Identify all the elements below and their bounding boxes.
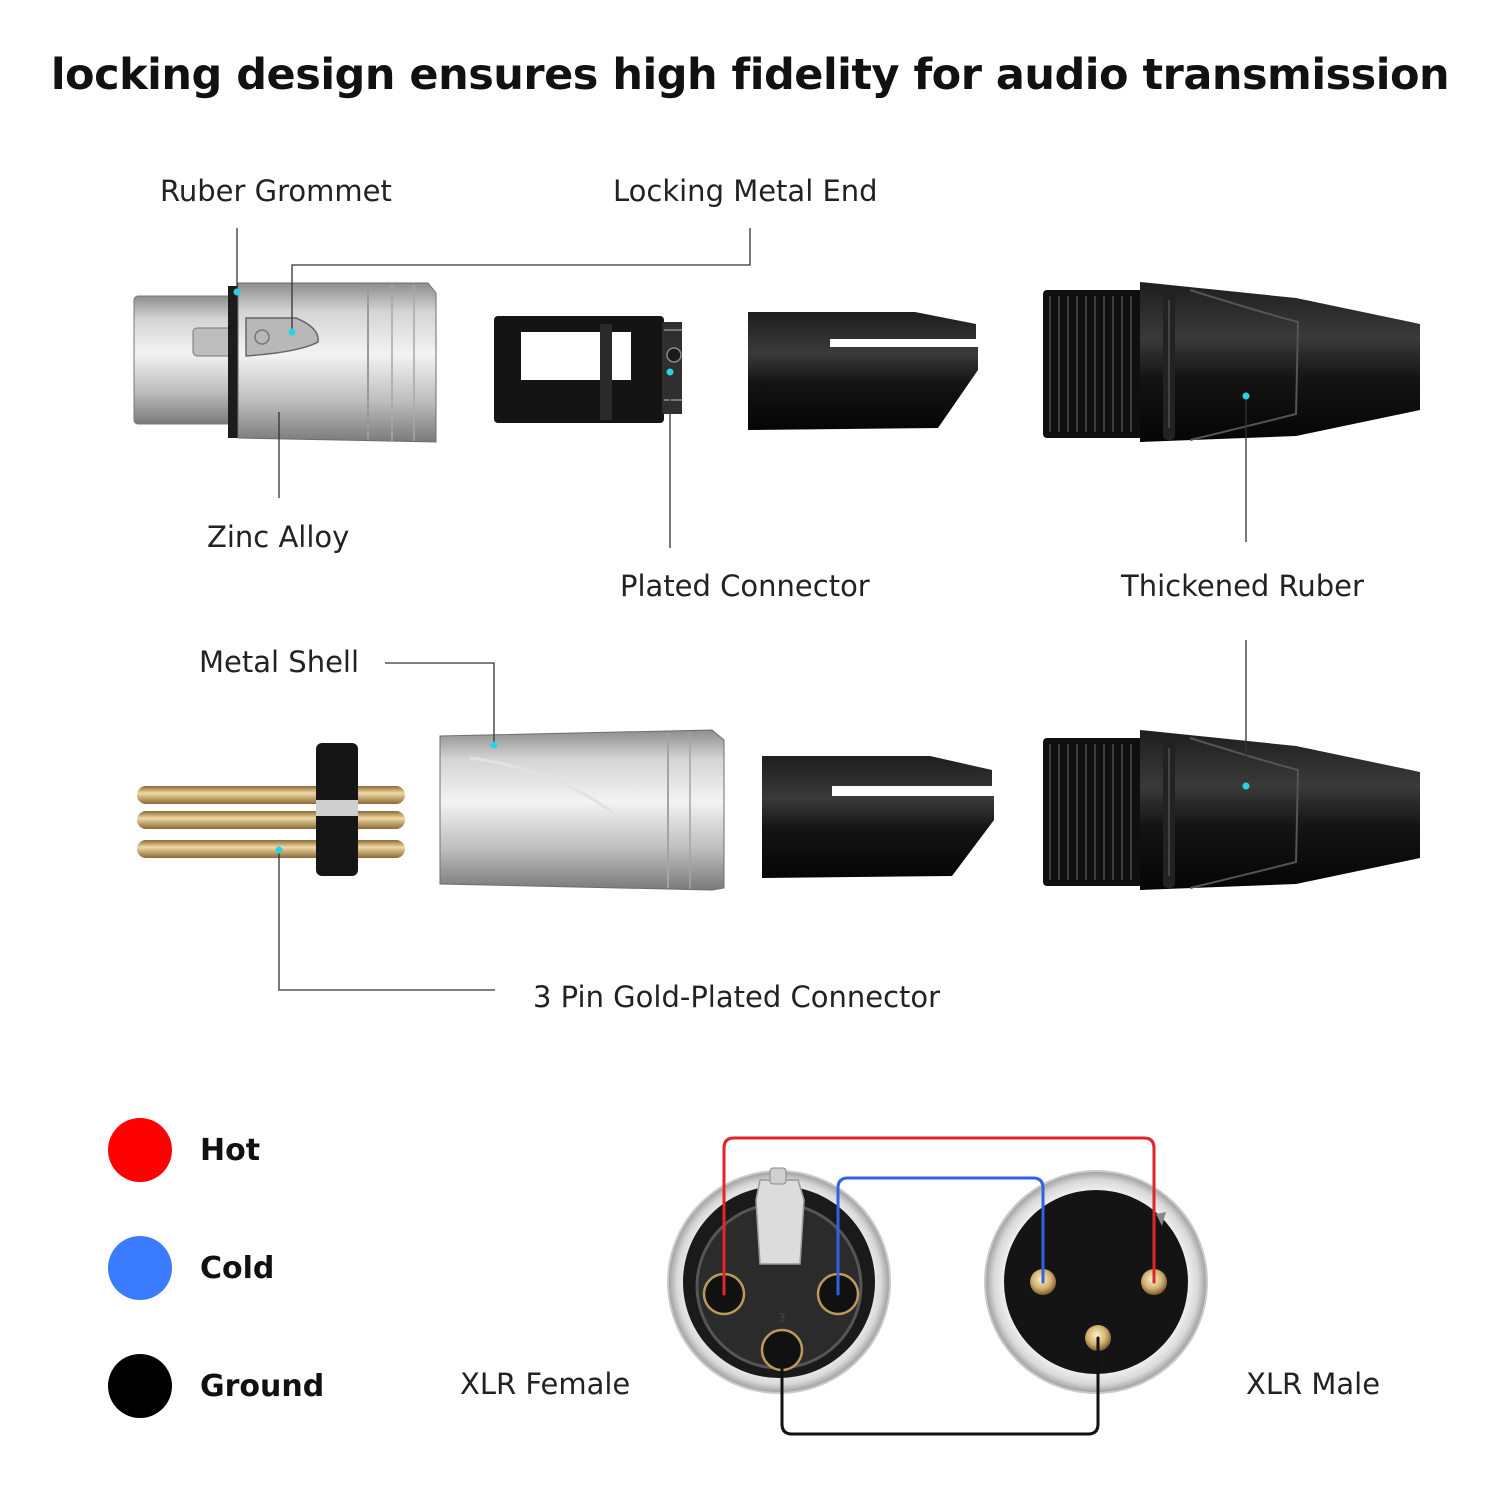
marker-dot — [233, 288, 241, 296]
xlr-male-face — [984, 1170, 1208, 1394]
marker-dots — [233, 288, 1250, 854]
leader-locking-metal-end — [291, 228, 751, 330]
label-metal-shell: Metal Shell — [199, 645, 360, 679]
svg-text:3: 3 — [778, 1311, 786, 1325]
cable-clamp-top — [748, 312, 978, 430]
legend-label-cold: Cold — [200, 1250, 275, 1286]
label-locking-metal-end: Locking Metal End — [613, 174, 878, 208]
rubber-boot-top — [1043, 282, 1420, 442]
label-thickened-ruber: Thickened Ruber — [1121, 569, 1364, 603]
marker-dot — [1242, 392, 1250, 400]
leader-metal-shell — [385, 662, 495, 745]
wire-hot — [722, 1136, 1156, 1296]
leader-lines — [236, 228, 1247, 991]
gold-pins — [137, 743, 405, 876]
cable-clamp-bottom — [762, 756, 994, 878]
label-xlr-male: XLR Male — [1246, 1367, 1381, 1401]
legend-item-ground: Ground — [108, 1354, 324, 1418]
rubber-boot-bottom — [1043, 730, 1420, 890]
marker-dot — [666, 368, 674, 376]
label-xlr-female: XLR Female — [460, 1367, 631, 1401]
wire-ground — [780, 1336, 1100, 1436]
page-title: locking design ensures high fidelity for… — [50, 50, 1450, 100]
label-plated-connector: Plated Connector — [620, 569, 870, 603]
wire-cold — [836, 1176, 1045, 1296]
label-zinc-alloy: Zinc Alloy — [207, 520, 350, 554]
marker-dot — [288, 328, 296, 336]
female-connector-body — [133, 282, 437, 443]
legend-item-hot: Hot — [108, 1118, 260, 1182]
legend-label-hot: Hot — [200, 1132, 261, 1168]
marker-dot — [1242, 782, 1250, 790]
legend-item-cold: Cold — [108, 1236, 274, 1300]
legend-swatch-ground — [108, 1354, 172, 1418]
legend-label-ground: Ground — [200, 1368, 325, 1404]
wiring — [722, 1136, 1156, 1436]
marker-dot — [490, 741, 498, 749]
legend-swatch-cold — [108, 1236, 172, 1300]
marker-dot — [275, 846, 283, 854]
plated-connector-insert — [494, 316, 682, 423]
legend-swatch-hot — [108, 1118, 172, 1182]
label-gold-pins: 3 Pin Gold-Plated Connector — [533, 980, 941, 1014]
label-ruber-grommet: Ruber Grommet — [160, 174, 392, 208]
metal-shell — [439, 729, 725, 891]
xlr-female-face: 3 — [667, 1167, 891, 1394]
leader-gold-pins — [278, 850, 495, 991]
